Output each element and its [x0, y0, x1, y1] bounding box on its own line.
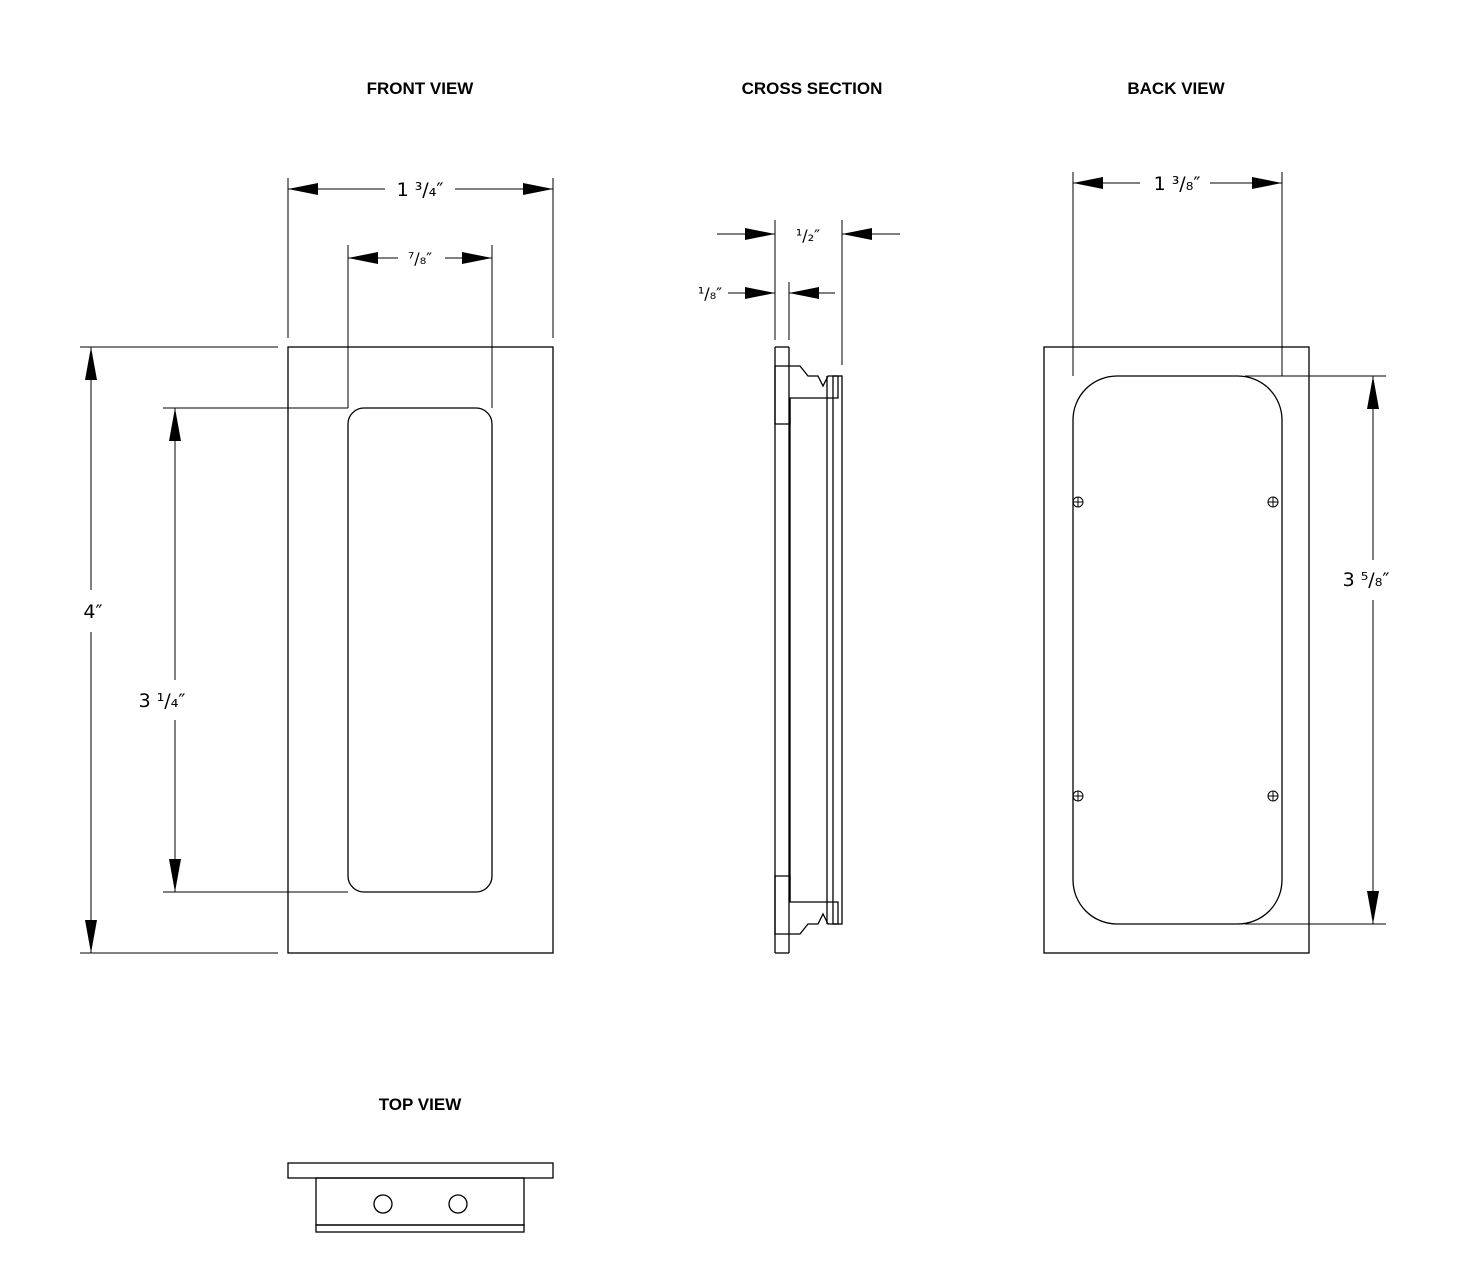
front-plate [287, 346, 554, 954]
cross-bottom-body [774, 875, 839, 935]
screw-icon [1267, 496, 1279, 508]
cross-section-title: CROSS SECTION [742, 79, 883, 98]
back-view-title: BACK VIEW [1127, 79, 1225, 98]
top-view [287, 1162, 554, 1233]
back-cup [1072, 375, 1283, 925]
front-view-title: FRONT VIEW [367, 79, 475, 98]
cross-flange-label: ¹/₈″ [698, 284, 722, 303]
top-hole [448, 1194, 468, 1214]
front-opening-height-dimension: 3 ¹/₄″ [139, 407, 348, 893]
top-flange [287, 1162, 554, 1179]
cross-depth-dimension: ¹/₂″ [717, 220, 900, 365]
cross-depth-label: ¹/₂″ [796, 226, 820, 245]
cross-back-plate [832, 375, 843, 925]
back-plate [1043, 346, 1310, 954]
top-body [315, 1177, 525, 1226]
screw-icon [1267, 790, 1279, 802]
cross-section-view: ¹/₂″ ¹/₈″ [698, 220, 900, 954]
back-width-dimension: 1 ³/₈″ [1072, 172, 1283, 376]
top-view-title: TOP VIEW [379, 1095, 462, 1114]
front-opening-width-label: ⁷/₈″ [408, 249, 432, 268]
screw-icon [1072, 790, 1084, 802]
front-opening-height-label: 3 ¹/₄″ [139, 690, 186, 712]
back-width-label: 1 ³/₈″ [1154, 173, 1201, 195]
front-height-dimension: 4″ [80, 346, 278, 954]
front-opening-width-dimension: ⁷/₈″ [347, 245, 493, 408]
front-height-label: 4″ [83, 601, 102, 623]
top-back-plate [315, 1224, 525, 1233]
front-width-dimension: 1 ³/₄″ [287, 178, 554, 338]
cross-flange-dimension: ¹/₈″ [698, 282, 835, 340]
front-opening [347, 407, 493, 893]
front-view: 1 ³/₄″ ⁷/₈″ 4″ [80, 178, 554, 954]
cross-top-body [774, 365, 839, 425]
top-hole [373, 1194, 393, 1214]
back-view: 1 ³/₈″ 3 ⁵/₈″ [1043, 172, 1390, 954]
screw-icon [1072, 496, 1084, 508]
back-height-label: 3 ⁵/₈″ [1343, 569, 1390, 591]
back-height-dimension: 3 ⁵/₈″ [1245, 375, 1390, 925]
front-width-label: 1 ³/₄″ [397, 179, 444, 201]
